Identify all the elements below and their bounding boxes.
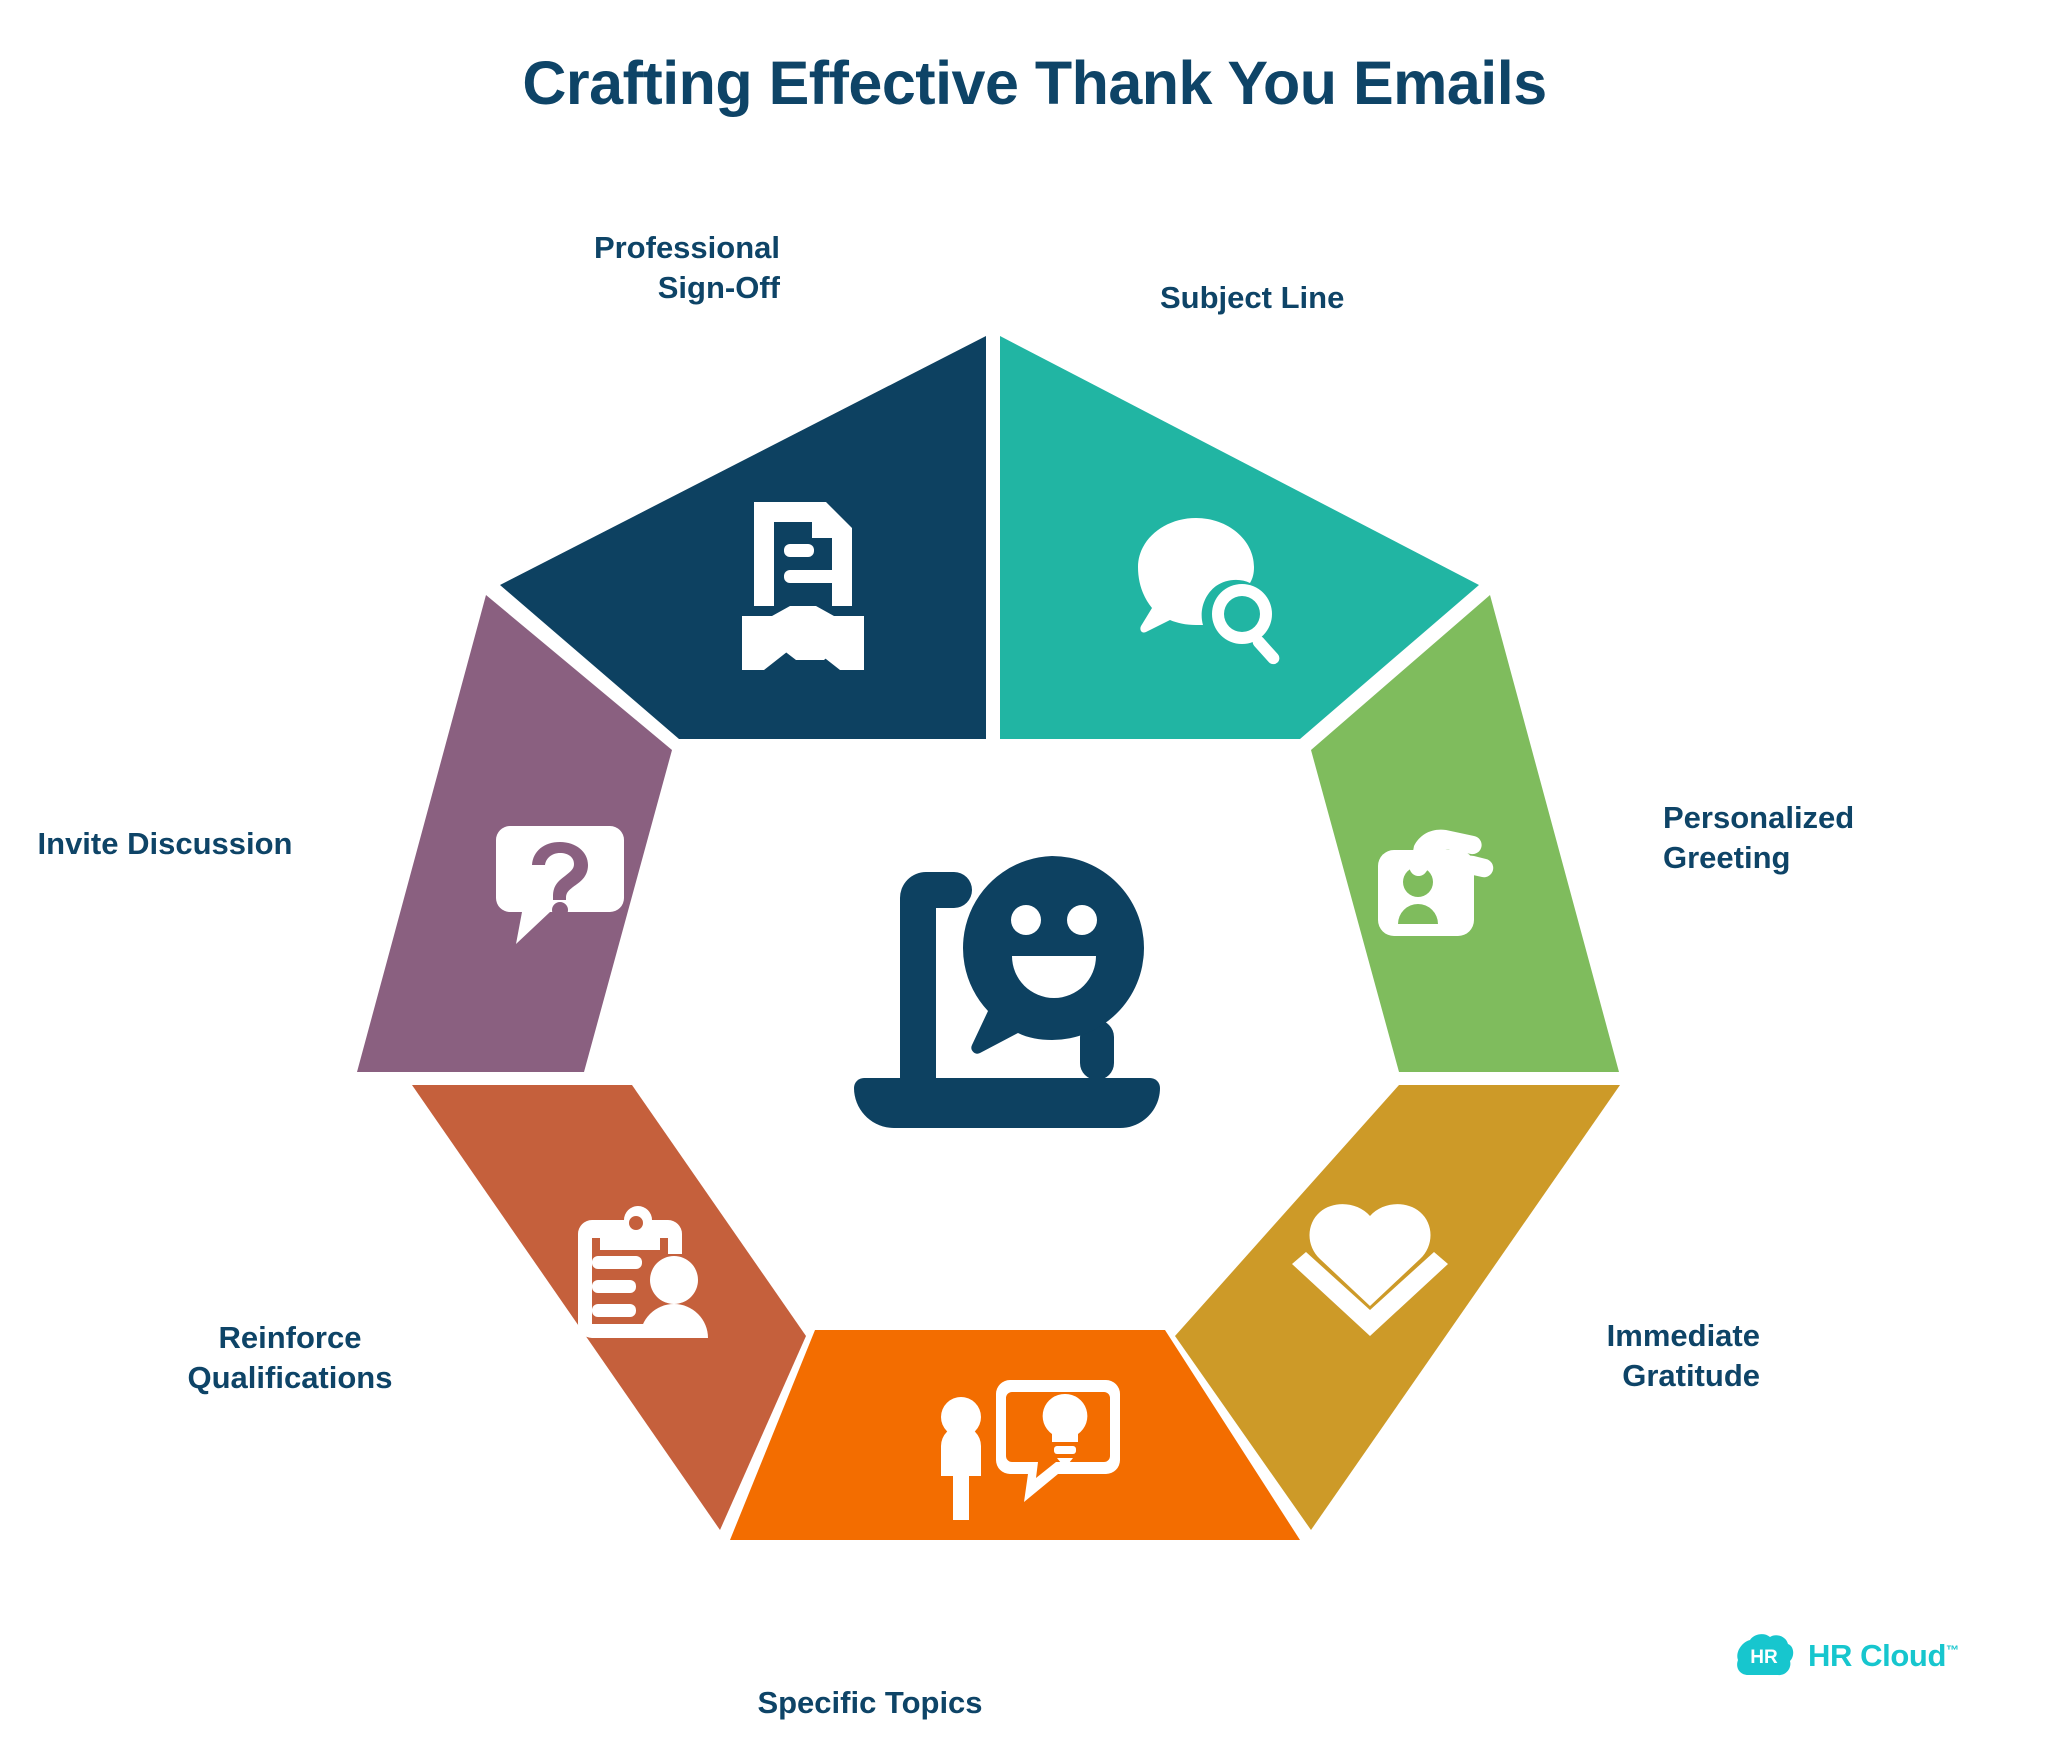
segment-label-specific-topics: Specific Topics [757,1685,983,1720]
person-lightbulb-speech-bubble-icon [941,1380,1120,1520]
segment-label-reinforce-qualifications: Reinforce Qualifications [187,1320,393,1396]
segment-label-immediate-gratitude: Immediate Gratitude [1606,1318,1760,1394]
segment-reinforce-qualifications[interactable] [412,1085,806,1530]
hr-cloud-logo[interactable]: HR HR Cloud™ [1736,1634,1959,1678]
segment-label-professional-sign-off: Professional Sign-Off [593,230,780,306]
segment-label-subject-line: Subject Line [1160,280,1345,315]
clipboard-person-icon [578,1206,708,1338]
hr-cloud-trademark: ™ [1946,1642,1959,1658]
hr-cloud-mark-icon: HR [1736,1634,1794,1678]
segment-specific-topics[interactable] [730,1330,1300,1540]
center-laptop-smiley-icon [854,856,1160,1128]
page-title: Crafting Effective Thank You Emails [522,49,1547,117]
hr-cloud-name: HR Cloud [1808,1638,1946,1673]
segment-subject-line[interactable] [1000,336,1479,739]
segment-invite-discussion[interactable] [357,595,672,1072]
document-handshake-icon [742,502,864,670]
segment-personalized-greeting[interactable] [1311,595,1619,1072]
speech-bubble-magnifier-icon [1138,518,1280,665]
person-badge-waving-hand-icon [1378,829,1494,936]
question-mark-speech-bubble-icon [496,826,624,944]
segment-immediate-gratitude[interactable] [1175,1085,1620,1530]
segment-professional-sign-off[interactable] [497,336,986,740]
segment-label-invite-discussion: Invite Discussion [37,826,293,861]
hr-cloud-mark-text: HR [1750,1647,1778,1668]
segment-label-personalized-greeting: Personalized Greeting [1663,800,1855,876]
hr-cloud-wordmark: HR Cloud™ [1808,1638,1959,1674]
